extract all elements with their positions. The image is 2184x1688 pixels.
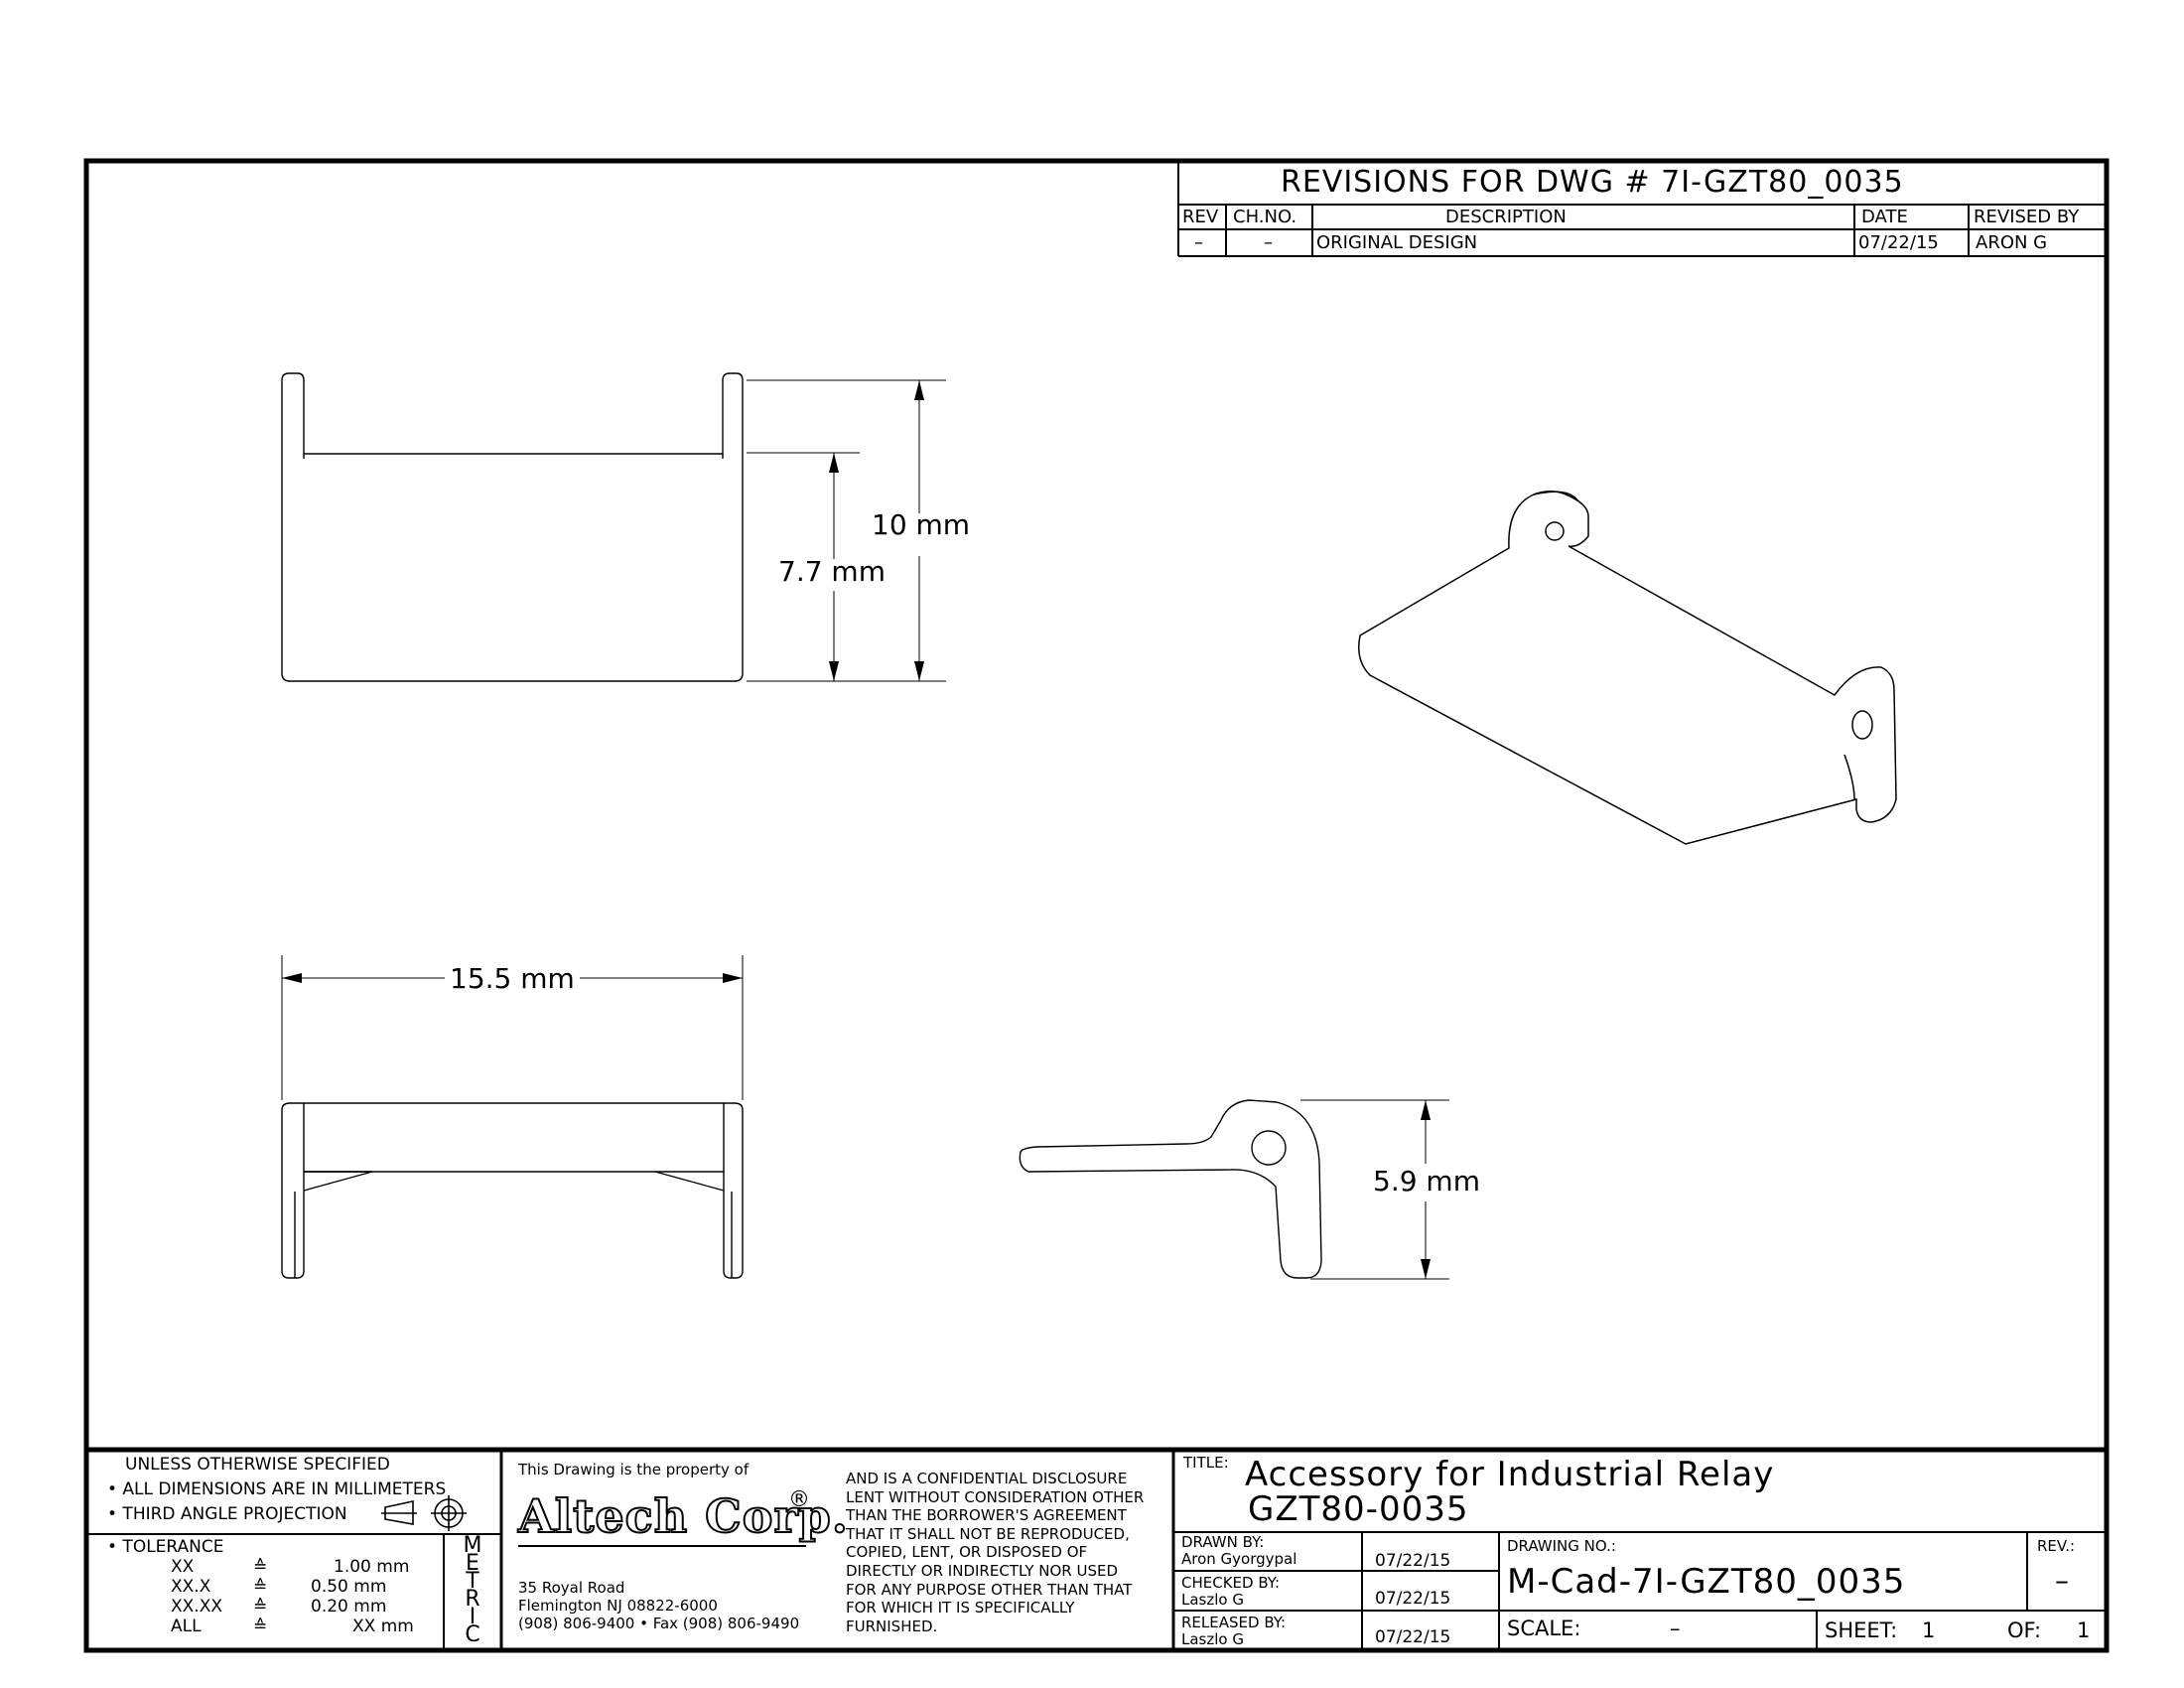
metric-letter: I: [469, 1605, 477, 1629]
tolerance-sym-xxxx: ≙: [253, 1597, 268, 1617]
bottom-view-dimension-lines: [281, 955, 744, 1100]
tolerance-sym-xx: ≙: [253, 1557, 268, 1577]
bottom-view-arrowheads: [282, 973, 743, 983]
rev-value: –: [2055, 1564, 2069, 1597]
tolerance-val-all: XX mm: [352, 1617, 414, 1636]
tolerance-sym-xxx: ≙: [253, 1577, 268, 1597]
notes-projection: • THIRD ANGLE PROJECTION: [107, 1504, 347, 1524]
tolerance-title: • TOLERANCE: [107, 1537, 224, 1557]
company-address-street: 35 Royal Road: [518, 1579, 625, 1597]
of-value: 1: [2077, 1618, 2091, 1642]
disclosure-line: DIRECTLY OR INDIRECTLY NOR USED: [846, 1561, 1118, 1580]
released-by-label: RELEASED BY:: [1181, 1614, 1287, 1631]
revision-row-description: ORIGINAL DESIGN: [1316, 232, 1478, 253]
revision-header-rev: REV: [1182, 207, 1219, 227]
released-date: 07/22/15: [1375, 1627, 1451, 1647]
dimension-label-height-total: 10 mm: [872, 508, 971, 541]
dimension-label-side-height: 5.9 mm: [1373, 1165, 1480, 1197]
disclosure-line: FOR ANY PURPOSE OTHER THAN THAT: [846, 1580, 1133, 1599]
revision-row-revised-by: ARON G: [1976, 232, 2048, 253]
title-label: TITLE:: [1183, 1454, 1229, 1472]
sheet-value: 1: [1922, 1618, 1936, 1642]
metric-letter: M: [463, 1533, 482, 1558]
metric-letter: R: [465, 1587, 480, 1612]
drawing-number-label: DRAWING NO.:: [1507, 1537, 1616, 1555]
revision-header-description: DESCRIPTION: [1445, 207, 1567, 227]
company-phone: (908) 806-9400 • Fax (908) 806-9490: [518, 1615, 800, 1632]
of-label: OF:: [2007, 1618, 2042, 1642]
tolerance-key-xxx: XX.X: [171, 1577, 211, 1597]
tolerance-key-xx: XX: [171, 1557, 195, 1577]
drawing-title: Accessory for Industrial Relay: [1245, 1455, 1775, 1494]
scale-value: –: [1670, 1617, 1681, 1640]
dimension-label-height-inner: 7.7 mm: [778, 555, 886, 588]
tolerance-val-xxxx: 0.20 mm: [311, 1597, 387, 1617]
revision-header-revised-by: REVISED BY: [1974, 207, 2080, 227]
scale-label: SCALE:: [1507, 1617, 1581, 1640]
disclosure-line: THAT IT SHALL NOT BE REPRODUCED,: [846, 1524, 1130, 1543]
rev-label: REV.:: [2037, 1537, 2076, 1555]
front-view: [281, 372, 744, 682]
revision-row-rev: –: [1194, 232, 1203, 253]
dimension-label-width: 15.5 mm: [450, 962, 575, 995]
property-line: This Drawing is the property of: [518, 1461, 750, 1478]
disclosure-line: COPIED, LENT, OR DISPOSED OF: [846, 1543, 1088, 1562]
tolerance-val-xxx: 0.50 mm: [311, 1577, 387, 1597]
tolerance-key-all: ALL: [171, 1617, 202, 1636]
registered-mark: ®: [788, 1487, 810, 1512]
revision-table-title: REVISIONS FOR DWG # 7I-GZT80_0035: [1281, 165, 1904, 200]
drawn-by-label: DRAWN BY:: [1181, 1533, 1265, 1551]
revision-header-date: DATE: [1861, 207, 1908, 227]
drawing-subtitle: GZT80-0035: [1248, 1489, 1469, 1529]
drawn-by-name: Aron Gyorgypal: [1181, 1550, 1297, 1568]
checked-by-label: CHECKED BY:: [1181, 1574, 1281, 1592]
revision-header-chno: CH.NO.: [1233, 207, 1297, 227]
disclosure-line: THAN THE BORROWER'S AGREEMENT: [846, 1506, 1127, 1525]
bottom-view: [281, 1102, 744, 1279]
disclosure-line: FOR WHICH IT IS SPECIFICALLY: [846, 1599, 1075, 1618]
drawing-number: M-Cad-7I-GZT80_0035: [1507, 1562, 1906, 1602]
tolerance-sym-all: ≙: [253, 1617, 268, 1636]
disclosure-line: LENT WITHOUT CONSIDERATION OTHER: [846, 1487, 1145, 1506]
isometric-view: [1358, 491, 1897, 845]
revision-row-chno: –: [1264, 232, 1273, 253]
tolerance-key-xxxx: XX.XX: [171, 1597, 222, 1617]
sheet-label: SHEET:: [1825, 1618, 1898, 1642]
disclosure-line: FURNISHED.: [846, 1617, 938, 1635]
title-block-lines: [86, 1450, 2107, 1650]
metric-letter: C: [465, 1622, 480, 1647]
checked-by-name: Laszlo G: [1181, 1591, 1244, 1609]
third-angle-projection-symbol: [381, 1495, 467, 1531]
front-view-arrowheads: [829, 380, 924, 681]
side-view: [1019, 1099, 1322, 1279]
notes-units: • ALL DIMENSIONS ARE IN MILLIMETERS: [107, 1479, 447, 1499]
drawn-date: 07/22/15: [1375, 1551, 1451, 1571]
company-address-city: Flemington NJ 08822-6000: [518, 1597, 718, 1615]
metric-letter: T: [466, 1569, 479, 1594]
tolerance-val-xx: 1.00 mm: [334, 1557, 410, 1577]
revision-row-date: 07/22/15: [1858, 232, 1939, 253]
checked-date: 07/22/15: [1375, 1589, 1451, 1609]
metric-label: M E T R I C: [459, 1533, 486, 1647]
revision-table-lines: [1177, 163, 2107, 257]
released-by-name: Laszlo G: [1181, 1630, 1244, 1648]
notes-unless-specified: UNLESS OTHERWISE SPECIFIED: [125, 1455, 390, 1475]
sheet-border: [83, 158, 2110, 1653]
disclosure-line: AND IS A CONFIDENTIAL DISCLOSURE: [846, 1470, 1128, 1487]
side-view-arrowheads: [1421, 1100, 1431, 1279]
company-logo: Altech Corp.: [517, 1489, 849, 1543]
confidential-disclosure: AND IS A CONFIDENTIAL DISCLOSURE LENT WI…: [846, 1470, 1144, 1635]
metric-letter: E: [466, 1551, 479, 1576]
